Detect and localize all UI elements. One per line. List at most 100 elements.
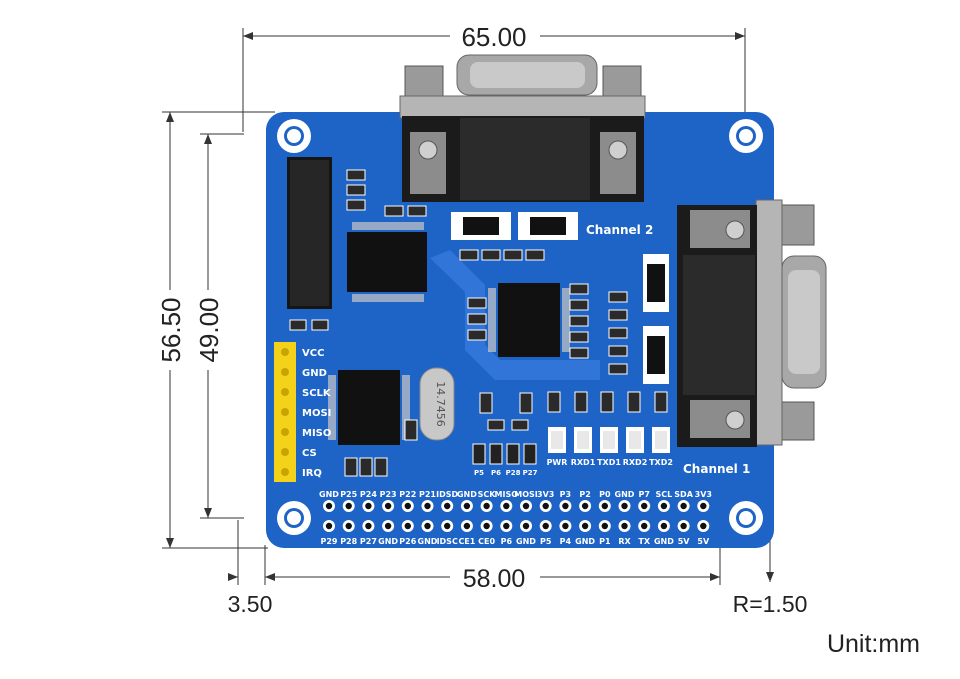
- gpio-hole: [641, 522, 648, 530]
- pcb-board: 14.7456 PWR RXD1 TXD1: [266, 54, 827, 548]
- gpio-hole: [483, 502, 490, 510]
- gpio-bottom-label: GND: [654, 537, 674, 546]
- gpio-hole: [522, 502, 530, 510]
- gpio-hole: [424, 502, 431, 510]
- gpio-bottom-label: GND: [378, 537, 398, 546]
- db9-connector-channel2: [399, 54, 646, 202]
- mounting-holes: [277, 119, 763, 535]
- gpio-top-label: SCL: [656, 490, 673, 499]
- gpio-top-label: MISO: [495, 490, 519, 499]
- crystal-label: 14.7456: [434, 381, 447, 427]
- gpio-top-label: GND: [319, 490, 339, 499]
- gpio-bottom-label: RX: [618, 537, 631, 546]
- gpio-hole: [384, 502, 392, 510]
- gpio-hole: [680, 522, 687, 530]
- gpio-bottom-label: P4: [560, 537, 572, 546]
- spi-pin-cs: CS: [302, 448, 317, 459]
- gpio-hole: [365, 502, 372, 510]
- gpio-hole: [325, 522, 333, 530]
- gpio-bottom-label: GND: [575, 537, 595, 546]
- gpio-bottom-label: P1: [599, 537, 611, 546]
- gpio-hole: [463, 522, 471, 530]
- passive-components: [289, 169, 668, 477]
- gpio-hole: [365, 522, 372, 530]
- gpio-hole: [522, 522, 530, 530]
- gpio-hole: [680, 502, 687, 510]
- gpio-top-label: 3V3: [695, 490, 712, 499]
- gpio-hole: [483, 522, 490, 530]
- gpio-top-label: P25: [340, 490, 357, 499]
- gpio-hole: [463, 502, 471, 510]
- gpio-hole: [345, 502, 352, 510]
- led-label-rxd2: RXD2: [623, 458, 648, 467]
- gpio-hole: [424, 522, 431, 530]
- jumper-label-p6: P6: [491, 469, 501, 477]
- jumper-label-p5: P5: [474, 469, 484, 477]
- gpio-hole: [503, 502, 510, 510]
- gpio-hole: [542, 502, 549, 510]
- gpio-top-label: SCK: [478, 490, 497, 499]
- gpio-hole: [700, 522, 707, 530]
- gpio-bottom-label: P26: [399, 537, 416, 546]
- bottom-width-label: 58.00: [463, 565, 526, 593]
- gpio-hole: [641, 502, 648, 510]
- gpio-bottom-label: P29: [321, 537, 338, 546]
- gpio-header: GNDP29P25P28P24P27P23GNDP22P26P21GNDIDSD…: [319, 490, 712, 546]
- gpio-top-label: P7: [638, 490, 649, 499]
- spi-pin-irq: IRQ: [302, 468, 322, 479]
- edge-offset-label: 3.50: [228, 591, 273, 617]
- gpio-hole: [660, 502, 668, 510]
- jumpers: P5 P6 P28 P27: [472, 443, 538, 477]
- jumper-label-p28: P28: [506, 469, 521, 477]
- gpio-hole: [700, 502, 707, 510]
- gpio-top-label: P0: [599, 490, 611, 499]
- gpio-bottom-label: P27: [360, 537, 377, 546]
- gpio-hole: [562, 522, 569, 530]
- gpio-hole: [601, 502, 608, 510]
- gpio-hole: [542, 522, 549, 530]
- spi-pin-mosi: MOSI: [302, 408, 331, 419]
- gpio-hole: [562, 502, 569, 510]
- gpio-top-label: P22: [399, 490, 416, 499]
- gpio-bottom-label: CE1: [458, 537, 475, 546]
- gpio-hole: [444, 522, 451, 530]
- ground-pour: [430, 250, 600, 380]
- spi-header: VCC GND SCLK MOSI MISO CS IRQ: [274, 342, 332, 482]
- gpio-hole: [621, 522, 628, 530]
- inner-height-label: 49.00: [194, 297, 224, 362]
- outer-height-label: 56.50: [156, 297, 186, 362]
- gpio-top-label: 3V3: [537, 490, 554, 499]
- led-label-txd1: TXD1: [597, 458, 621, 467]
- gpio-hole: [444, 502, 451, 510]
- gpio-bottom-label: IDSC: [437, 537, 458, 546]
- db9-connector-channel1: [677, 199, 827, 447]
- gpio-hole: [581, 502, 589, 510]
- gpio-top-label: P23: [380, 490, 397, 499]
- gpio-top-label: SDA: [674, 490, 693, 499]
- spi-pin-vcc: VCC: [302, 348, 324, 359]
- gpio-bottom-label: P5: [540, 537, 552, 546]
- gpio-bottom-label: CE0: [478, 537, 495, 546]
- corner-radius-label: R=1.50: [733, 591, 808, 617]
- ic-pins: [328, 222, 570, 440]
- led-label-txd2: TXD2: [649, 458, 673, 467]
- gpio-hole: [345, 522, 352, 530]
- channel1-label: Channel 1: [683, 462, 750, 476]
- spi-pin-sclk: SCLK: [302, 388, 332, 399]
- led-label-pwr: PWR: [547, 458, 568, 467]
- gpio-hole: [325, 502, 333, 510]
- gpio-bottom-label: GND: [516, 537, 536, 546]
- gpio-bottom-label: P6: [501, 537, 513, 546]
- gpio-top-label: GND: [457, 490, 477, 499]
- gpio-hole: [404, 502, 411, 510]
- gpio-hole: [404, 522, 411, 530]
- gpio-hole: [581, 522, 589, 530]
- gpio-bottom-label: 5V: [678, 537, 691, 546]
- unit-label: Unit:mm: [827, 630, 920, 658]
- led-label-rxd1: RXD1: [571, 458, 596, 467]
- jumper-label-p27: P27: [523, 469, 538, 477]
- gpio-top-label: IDSD: [436, 490, 458, 499]
- led-labels: PWR RXD1 TXD1 RXD2 TXD2: [547, 458, 673, 467]
- top-width-label: 65.00: [461, 22, 526, 52]
